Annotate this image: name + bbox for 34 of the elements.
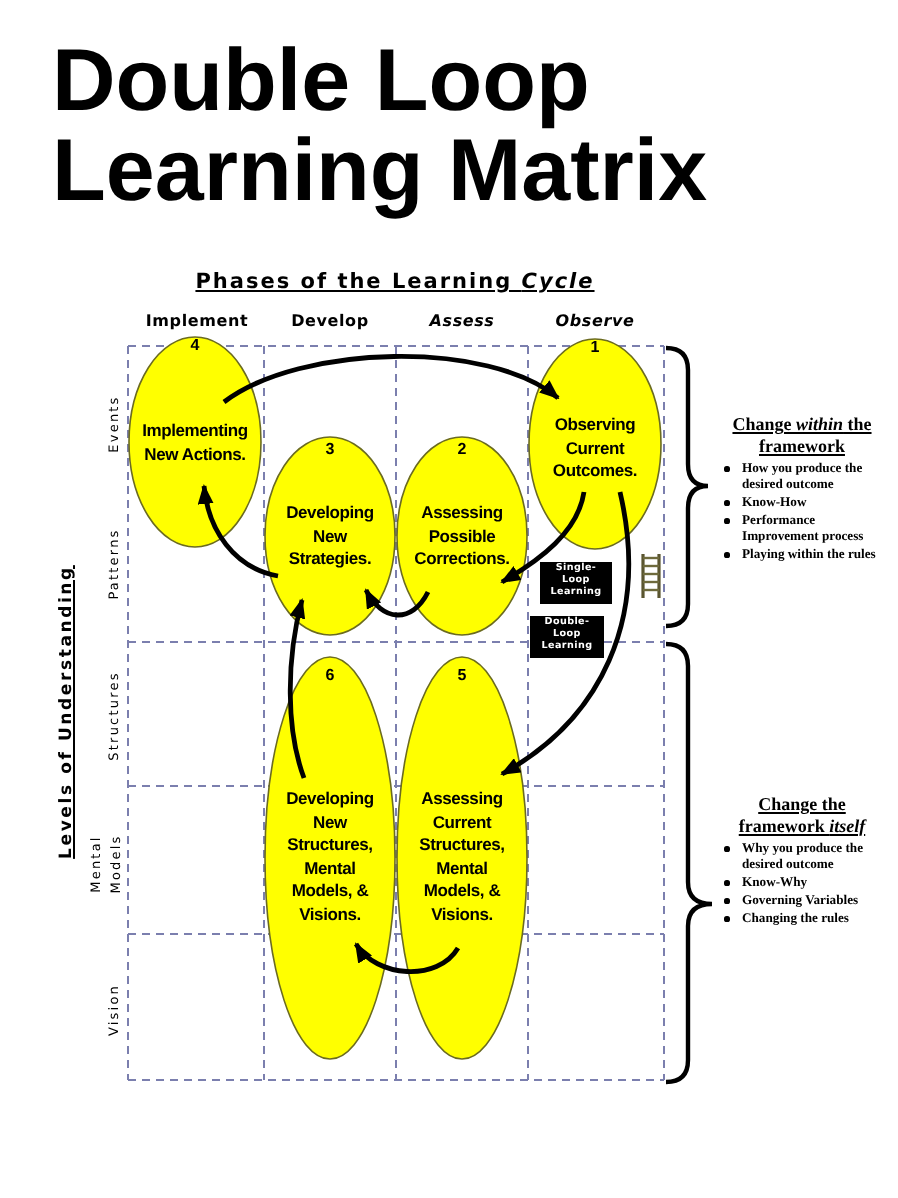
curved-arrow	[198, 484, 279, 579]
note-heading: Change within the framework	[730, 414, 874, 456]
curved-arrow	[287, 598, 307, 779]
note-heading: Change the framework itself	[736, 794, 869, 836]
column-header: Assess	[426, 312, 497, 330]
phase-ellipse	[128, 336, 262, 548]
column-header: Implement	[143, 312, 251, 330]
curved-arrow	[222, 354, 560, 405]
curved-arrow	[354, 942, 460, 974]
phase-ellipse	[528, 338, 662, 550]
step-number: 3	[323, 440, 337, 460]
step-number: 1	[588, 338, 602, 358]
diagram-title: Double Loop Learning Matrix	[52, 36, 710, 216]
curved-arrow	[363, 588, 431, 618]
ellipse-label: Developing New Structures, Mental Models, & Visions.	[284, 788, 376, 926]
curved-arrow	[500, 491, 631, 777]
step-number: 6	[323, 666, 337, 686]
phase-ellipse	[396, 656, 528, 1060]
ellipse-label: Observing Current Outcomes.	[550, 414, 640, 483]
step-number: 2	[455, 440, 469, 460]
column-group-heading: Phases of the Learning Cycle	[193, 270, 597, 294]
column-header: Observe	[553, 312, 637, 330]
phase-ellipse	[264, 436, 396, 636]
phase-ellipse	[264, 656, 396, 1060]
phase-ellipse	[396, 436, 528, 636]
ellipse-label: Developing New Strategies.	[284, 502, 376, 571]
ellipse-label: Assessing Current Structures, Mental Models, & Visions.	[417, 788, 507, 926]
row-group-heading: Levels of Understanding	[57, 563, 79, 863]
step-number: 4	[188, 336, 202, 356]
curved-arrow	[500, 491, 587, 585]
column-header: Develop	[289, 312, 371, 330]
ellipse-label: Assessing Possible Corrections.	[412, 502, 512, 571]
ellipse-label: Implementing New Actions.	[140, 420, 250, 466]
step-number: 5	[455, 666, 469, 686]
